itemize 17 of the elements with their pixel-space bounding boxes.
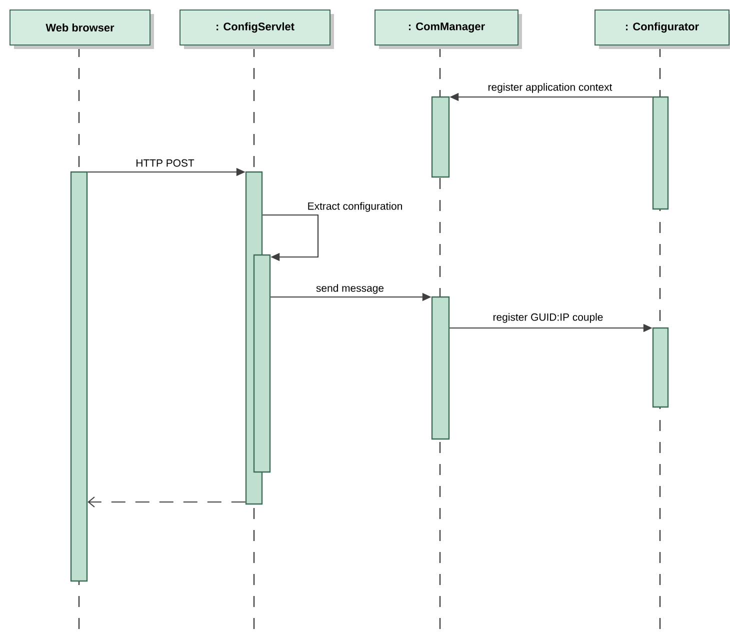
edge-label: register GUID:IP couple xyxy=(492,312,604,324)
activation-bar xyxy=(652,327,669,408)
activation-bar xyxy=(431,96,450,178)
edge-label: HTTP POST xyxy=(134,158,196,168)
activation-bar xyxy=(652,96,669,210)
edge-label: register application context xyxy=(486,82,614,94)
activation-bar xyxy=(253,254,271,473)
edge-label: Extract configuration xyxy=(306,201,404,213)
arrow xyxy=(262,214,319,262)
edge-label: send message xyxy=(314,283,386,295)
activation-bar xyxy=(431,296,450,440)
lifeline-header: Web browser xyxy=(10,10,154,49)
lifeline-header: : Configurator xyxy=(594,10,730,49)
arrow xyxy=(88,496,246,508)
lifeline-header: : ConfigServlet xyxy=(180,10,334,49)
activation-bar xyxy=(70,171,88,582)
lifeline-header: : ComManager xyxy=(374,10,522,49)
